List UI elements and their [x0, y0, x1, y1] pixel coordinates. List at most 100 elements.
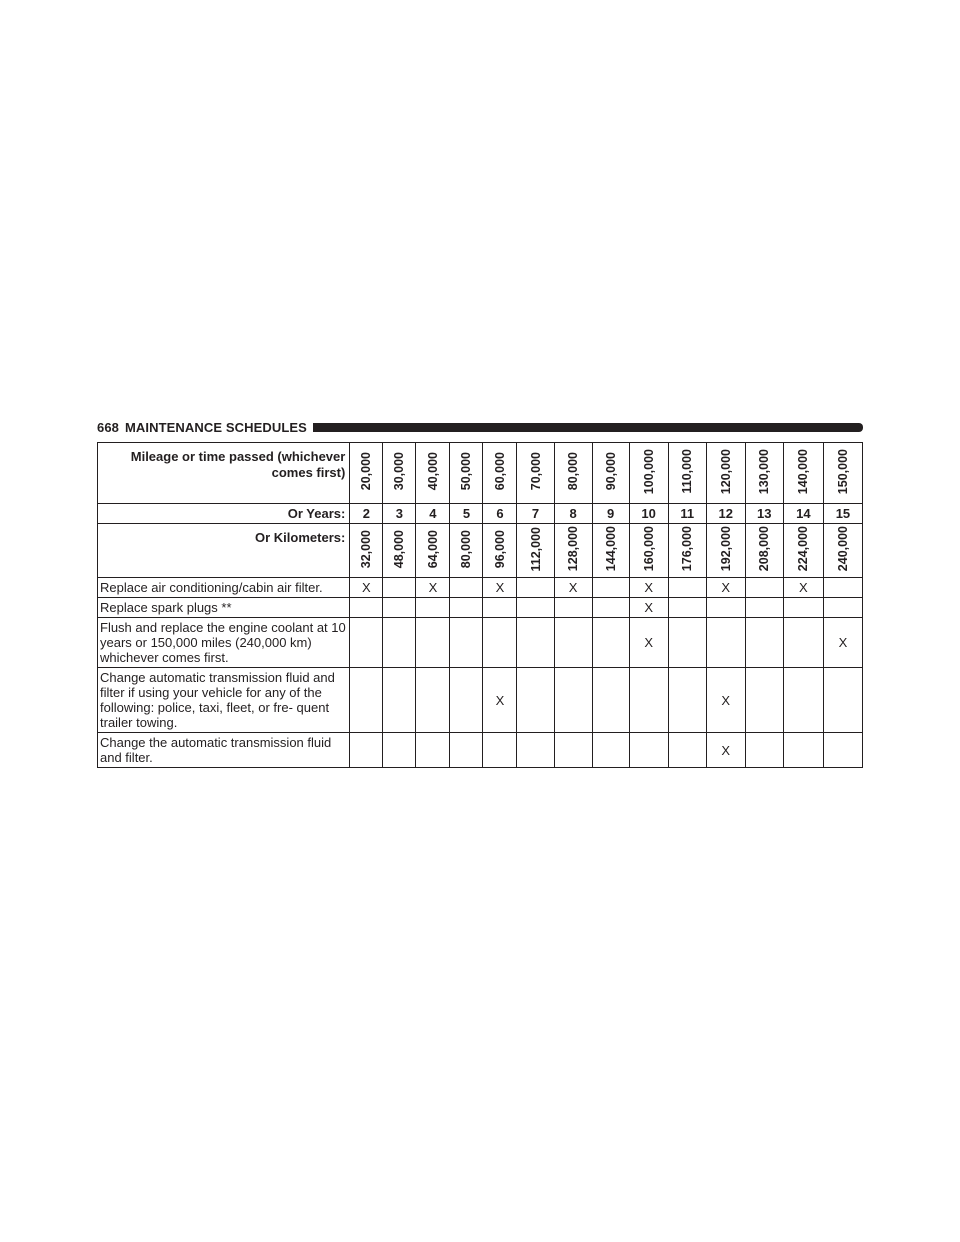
service-mark-cell: [822, 577, 864, 598]
mileage-value: 90,000: [603, 452, 618, 491]
mileage-value: 130,000: [757, 448, 772, 495]
kilometers-value: 176,000: [680, 526, 695, 572]
year-value: 14: [782, 503, 824, 524]
service-mark-cell: [449, 597, 484, 618]
year-value: 2: [349, 503, 384, 524]
service-mark-cell: [591, 732, 630, 768]
service-mark-cell: [482, 617, 518, 668]
service-mark-cell: [415, 617, 451, 668]
service-mark-cell: [516, 732, 555, 768]
service-mark-cell: [382, 617, 417, 668]
task-label: Flush and replace the engine coolant at …: [96, 617, 351, 668]
service-mark-cell: [516, 597, 555, 618]
task-label: Change automatic transmission fluid and …: [96, 667, 351, 733]
year-value: 11: [667, 503, 707, 524]
kilometers-value: 192,000: [718, 526, 733, 572]
service-mark-cell: X: [705, 577, 746, 598]
service-mark-cell: X: [415, 577, 451, 598]
service-mark-cell: [591, 577, 630, 598]
service-mark-cell: [449, 577, 484, 598]
service-mark-cell: [553, 667, 593, 733]
mileage-header-cell: 140,000: [782, 442, 824, 504]
service-mark-cell: [782, 597, 824, 618]
service-mark-cell: [744, 577, 784, 598]
mileage-value: 150,000: [835, 448, 850, 495]
mileage-value: 70,000: [528, 452, 543, 491]
kilometers-header-cell: 80,000: [449, 523, 484, 578]
kilometers-value: 48,000: [392, 529, 407, 569]
service-mark-cell: [553, 732, 593, 768]
service-mark-cell: X: [349, 577, 384, 598]
kilometers-label: Or Kilometers:: [96, 523, 351, 578]
task-row: Change automatic transmission fluid and …: [96, 667, 864, 733]
kilometers-value: 208,000: [757, 526, 772, 572]
service-mark-cell: X: [628, 617, 669, 668]
service-mark-cell: [667, 732, 707, 768]
service-mark-cell: [349, 732, 384, 768]
service-mark-cell: [628, 732, 669, 768]
mileage-label: Mileage or time passed (whichever comes …: [96, 442, 351, 504]
year-value: 9: [591, 503, 630, 524]
service-mark-cell: [744, 597, 784, 618]
year-value: 5: [449, 503, 484, 524]
service-mark-cell: [553, 617, 593, 668]
service-mark-cell: [667, 667, 707, 733]
header-rule: [312, 422, 863, 432]
mileage-value: 140,000: [796, 448, 811, 495]
year-value: 15: [822, 503, 864, 524]
maintenance-schedule-table: Mileage or time passed (whichever comes …: [96, 442, 864, 768]
service-mark-cell: X: [628, 597, 669, 618]
service-mark-cell: [591, 617, 630, 668]
service-mark-cell: [449, 667, 484, 733]
service-mark-cell: [449, 617, 484, 668]
service-mark-cell: [782, 617, 824, 668]
service-mark-cell: [667, 617, 707, 668]
mileage-header-cell: 150,000: [822, 442, 864, 504]
kilometers-value: 96,000: [492, 529, 507, 569]
service-mark-cell: [628, 667, 669, 733]
year-value: 4: [415, 503, 451, 524]
mileage-header-cell: 80,000: [553, 442, 593, 504]
task-label: Change the automatic transmission fluid …: [96, 732, 351, 768]
service-mark-cell: [415, 667, 451, 733]
mileage-value: 50,000: [459, 452, 474, 491]
page-header: 668 MAINTENANCE SCHEDULES: [97, 418, 863, 436]
year-value: 7: [516, 503, 555, 524]
service-mark-cell: X: [553, 577, 593, 598]
kilometers-header-cell: 208,000: [744, 523, 784, 578]
kilometers-header-cell: 112,000: [516, 523, 555, 578]
service-mark-cell: [744, 732, 784, 768]
mileage-value: 40,000: [425, 452, 440, 491]
kilometers-header-cell: 176,000: [667, 523, 707, 578]
service-mark-cell: [591, 667, 630, 733]
kilometers-value: 128,000: [566, 526, 581, 572]
service-mark-cell: X: [782, 577, 824, 598]
service-mark-cell: [449, 732, 484, 768]
year-value: 6: [482, 503, 518, 524]
task-row: Replace spark plugs ** X: [96, 597, 864, 618]
kilometers-value: 112,000: [528, 526, 543, 572]
service-mark-cell: [782, 667, 824, 733]
mileage-header-cell: 20,000: [349, 442, 384, 504]
service-mark-cell: [349, 617, 384, 668]
service-mark-cell: [382, 667, 417, 733]
service-mark-cell: [415, 732, 451, 768]
service-mark-cell: [482, 732, 518, 768]
task-label: Replace spark plugs **: [96, 597, 351, 618]
kilometers-header-cell: 96,000: [482, 523, 518, 578]
task-row: Flush and replace the engine coolant at …: [96, 617, 864, 668]
service-mark-cell: [822, 667, 864, 733]
kilometers-value: 160,000: [641, 526, 656, 572]
mileage-header-cell: 100,000: [628, 442, 669, 504]
mileage-header-cell: 110,000: [667, 442, 707, 504]
service-mark-cell: [516, 617, 555, 668]
mileage-value: 100,000: [641, 448, 656, 495]
year-value: 3: [382, 503, 417, 524]
kilometers-value: 224,000: [796, 526, 811, 572]
mileage-header-cell: 30,000: [382, 442, 417, 504]
service-mark-cell: X: [705, 732, 746, 768]
service-mark-cell: [516, 667, 555, 733]
kilometers-header-cell: 64,000: [415, 523, 451, 578]
